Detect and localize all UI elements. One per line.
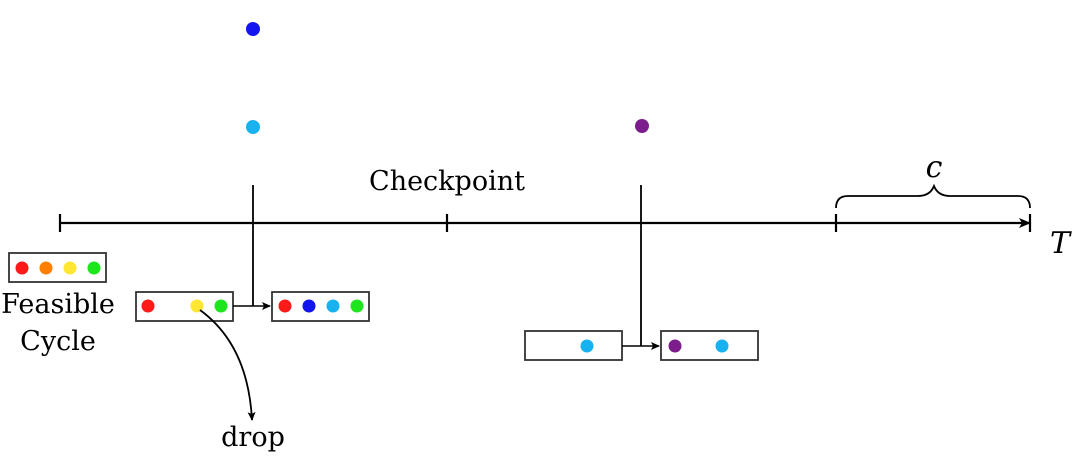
cycle-length-label: c [926,150,943,185]
slot-dot [350,299,364,313]
slot-dot [580,339,594,353]
feasible-label-line1: Feasible [1,289,115,320]
before-box-2 [524,330,623,361]
drop-label: drop [221,422,285,453]
arrival-dot-cyan [246,120,260,134]
checkpoint-label: Checkpoint [369,166,525,197]
axis-end-label: T [1050,226,1072,261]
slot-dot [141,299,155,313]
slot-dot [15,261,29,275]
slot-dot [214,299,228,313]
slot-dot [668,339,682,353]
slot-dot [302,299,316,313]
slot-dot [190,299,204,313]
slot-dot [39,261,53,275]
arrival-dot-purple [635,119,649,133]
slot-dot [278,299,292,313]
slot-dot [63,261,77,275]
slot-dot [326,299,340,313]
cycle-brace [835,183,1031,209]
slot-dot [87,261,101,275]
drop-arrow [199,309,256,421]
slot-dot [715,339,729,353]
feasible-label-line2: Cycle [20,326,96,357]
arrival-dot-blue [246,22,260,36]
